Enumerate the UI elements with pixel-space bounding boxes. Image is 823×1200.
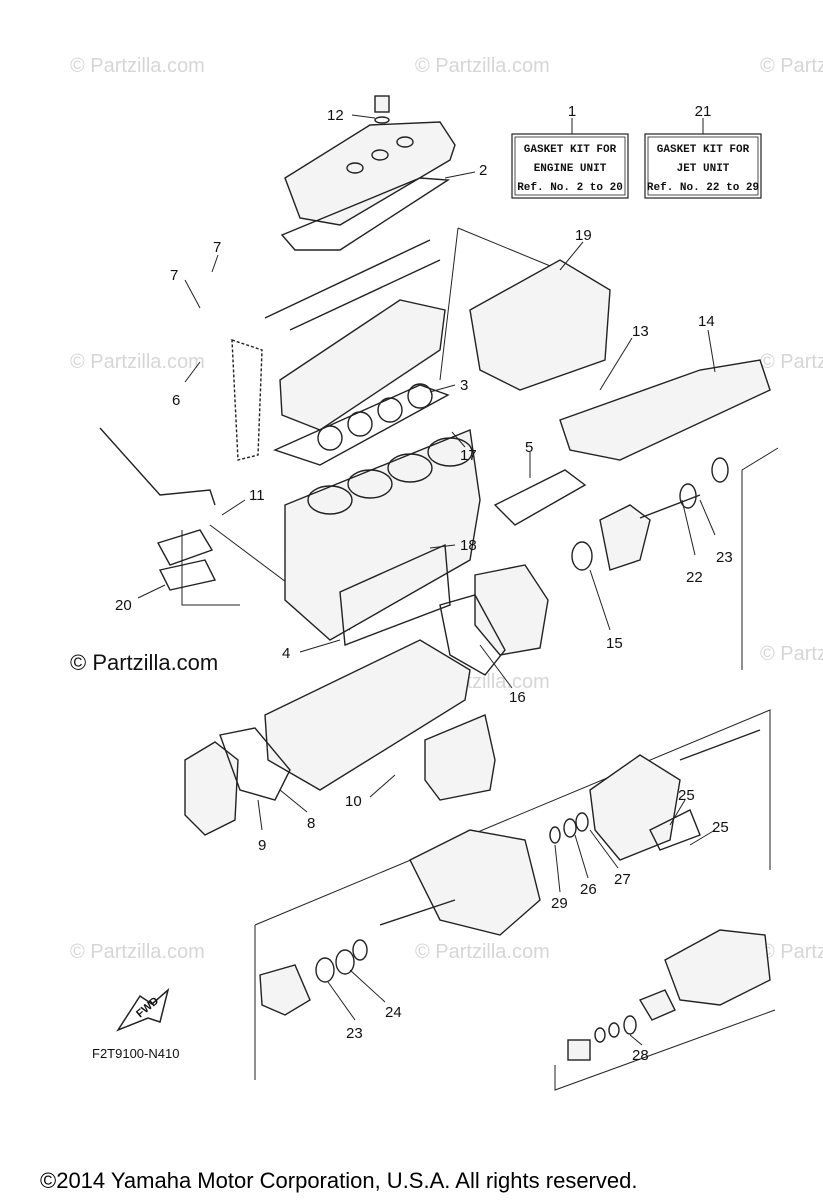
callout-label: 16	[509, 689, 526, 706]
oil-pump-cover	[439, 564, 549, 676]
head-gasket	[273, 383, 450, 466]
gear-cover	[424, 714, 496, 801]
kit-box-line: Ref. No. 22 to 29	[647, 182, 759, 194]
watermark: © Partzilla.com	[760, 941, 823, 963]
dipstick	[99, 427, 216, 506]
nozzle	[664, 929, 771, 1006]
gasket-20	[156, 529, 217, 591]
callout-label: 3	[460, 377, 468, 394]
callout-label: 22	[686, 569, 703, 586]
callout-label: 4	[282, 645, 290, 662]
watermark: © Partzilla.com	[70, 941, 205, 963]
callout-label: 18	[460, 537, 477, 554]
generator-cover	[184, 727, 291, 836]
callout-label: 5	[525, 439, 533, 456]
callout-label: 10	[345, 793, 362, 810]
watermark: © Partzilla.com	[760, 351, 823, 373]
watermark: © Partzilla.com	[760, 643, 823, 665]
gasket-18	[339, 543, 451, 646]
plate-25	[649, 809, 701, 851]
callout-label: 24	[385, 1004, 402, 1021]
leader-lines	[137, 114, 716, 1046]
watermark: © Partzilla.com	[70, 351, 205, 373]
callout-label: 9	[258, 837, 266, 854]
callout-label: 12	[327, 107, 344, 124]
callout-label: 2	[479, 162, 487, 179]
watermark: © Partzilla.com	[415, 55, 550, 77]
callout-label: 20	[115, 597, 132, 614]
kit-box-line: Ref. No. 2 to 20	[517, 182, 623, 194]
kit-box-ref: 1	[568, 103, 576, 120]
pump-housing	[589, 754, 681, 861]
callout-label: 15	[606, 635, 623, 652]
crankcase	[264, 639, 471, 791]
valve-cover-gasket	[280, 177, 451, 251]
cylinder-block	[284, 429, 481, 641]
callout-label: 29	[551, 895, 568, 912]
callout-label: 23	[346, 1025, 363, 1042]
bearings-26-27-29	[549, 812, 589, 844]
coupling	[599, 457, 729, 571]
watermark: © Partzilla.com	[760, 55, 823, 77]
kit-box-line: GASKET KIT FOR	[524, 144, 617, 156]
watermark: © Partzilla.com	[415, 941, 550, 963]
exhaust-manifold	[469, 259, 771, 461]
callout-label: 6	[172, 392, 180, 409]
kit-box-jet: 21 GASKET KIT FOR JET UNIT Ref. No. 22 t…	[644, 103, 762, 199]
assembly-boundaries	[181, 227, 779, 1091]
callout-label: 7	[170, 267, 178, 284]
gasket-5	[493, 469, 587, 526]
breather-cap	[374, 95, 390, 124]
callout-label: 28	[632, 1047, 649, 1064]
callout-label: 14	[698, 313, 715, 330]
nozzle-parts-28	[567, 989, 676, 1061]
watermark: © Partzilla.com	[70, 55, 205, 77]
kit-box-ref: 21	[695, 103, 712, 120]
seals-23-24	[315, 939, 368, 983]
seal-15	[571, 541, 593, 571]
drive-shaft	[679, 729, 761, 761]
callout-label: 13	[632, 323, 649, 340]
cylinder-head	[279, 299, 446, 431]
watermark-large: © Partzilla.com	[70, 650, 218, 675]
callout-label: 27	[614, 871, 631, 888]
callout-label: 17	[460, 447, 477, 464]
kit-box-line: GASKET KIT FOR	[657, 144, 750, 156]
valve-cover	[284, 121, 456, 226]
callout-label: 8	[307, 815, 315, 832]
impeller-housing	[379, 829, 541, 936]
callout-label: 25	[712, 819, 729, 836]
kit-box-line: JET UNIT	[677, 163, 730, 175]
callout-label: 25	[678, 787, 695, 804]
callout-label: 11	[249, 487, 265, 504]
callout-label: 7	[213, 239, 221, 256]
timing-chain	[231, 339, 263, 461]
watermarks: © Partzilla.com © Partzilla.com © Partzi…	[70, 55, 823, 963]
callout-label: 19	[575, 227, 592, 244]
callout-label: 23	[716, 549, 733, 566]
diagram-code: F2T9100-N410	[92, 1046, 179, 1061]
copyright: ©2014 Yamaha Motor Corporation, U.S.A. A…	[40, 1168, 637, 1193]
fwd-arrow: FWD	[116, 987, 170, 1032]
camshafts	[264, 239, 441, 331]
callout-label: 26	[580, 881, 597, 898]
callout-numbers: 12 2 7 7 6 19 13 14 3 17 5 11 18 20 22 2…	[115, 107, 733, 1064]
kit-box-engine: 1 GASKET KIT FOR ENGINE UNIT Ref. No. 2 …	[511, 103, 629, 199]
bearing-housing	[259, 964, 311, 1016]
kit-box-line: ENGINE UNIT	[534, 163, 607, 175]
